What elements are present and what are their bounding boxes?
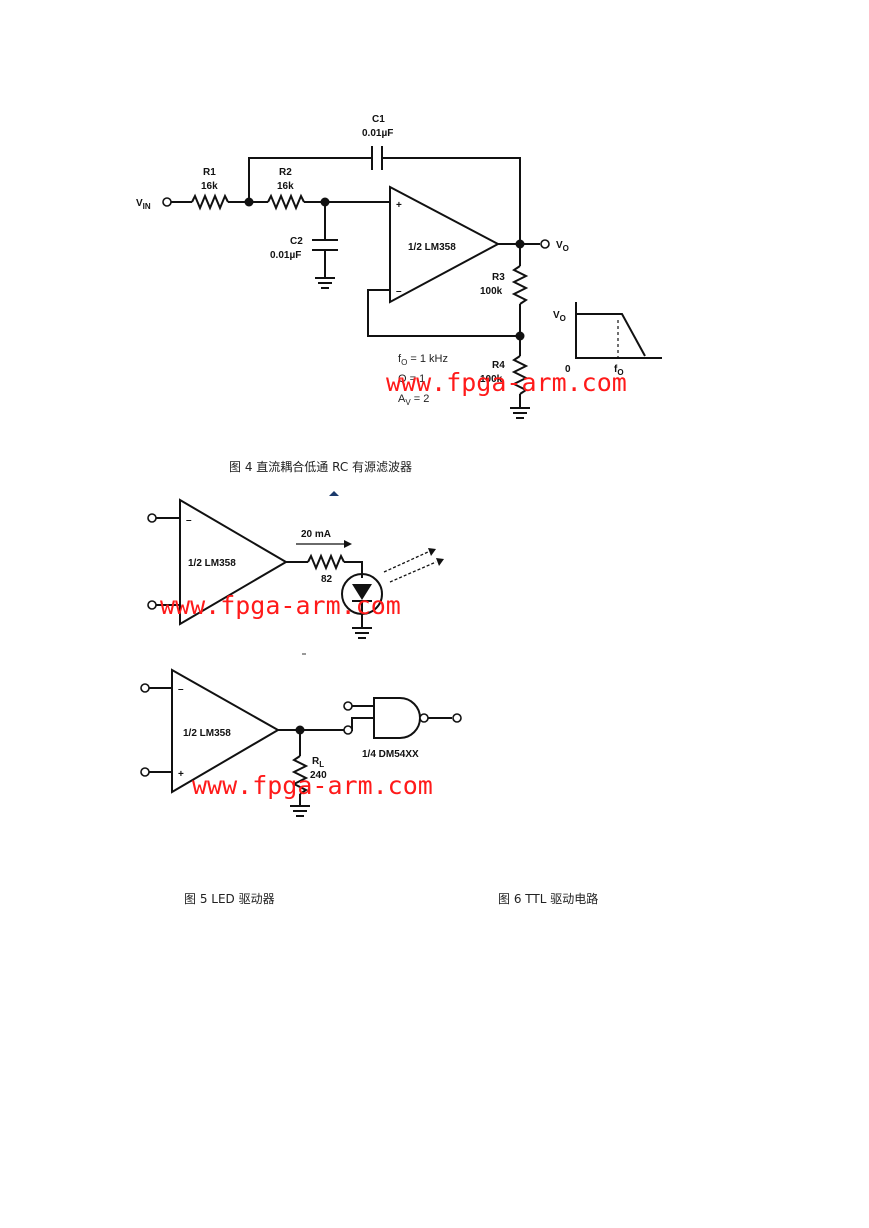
response-vo-label: VO xyxy=(553,310,566,323)
gate-label: 1/4 DM54XX xyxy=(362,749,419,760)
resistor-value: 82 xyxy=(321,574,333,585)
opamp-label: 1/2 LM358 xyxy=(408,242,456,253)
r4-name: R4 xyxy=(492,360,505,371)
spec-fo: fO = 1 kHz xyxy=(398,353,448,367)
figure-6-caption: 图 6 TTL 驱动电路 xyxy=(498,892,599,906)
gate-input-terminal xyxy=(343,701,353,711)
ground-icon xyxy=(510,407,530,419)
input-terminal xyxy=(147,513,157,523)
r3-resistor xyxy=(511,265,529,305)
r1-resistor xyxy=(191,193,229,211)
opamp-minus-sign: – xyxy=(396,286,402,297)
watermark: www.fpga-arm.com xyxy=(386,368,627,397)
opamp-triangle xyxy=(179,498,288,626)
r1-name: R1 xyxy=(203,167,216,178)
input-terminal xyxy=(140,767,150,777)
r3-name: R3 xyxy=(492,272,505,283)
frequency-response-plot: VO 0 fO xyxy=(553,302,662,377)
response-zero-label: 0 xyxy=(565,364,571,375)
figure-5-caption: 图 5 LED 驱动器 xyxy=(184,892,275,906)
ground-icon xyxy=(290,805,310,817)
opamp-label: 1/2 LM358 xyxy=(183,728,231,739)
rl-resistor xyxy=(291,755,309,795)
nand-gate xyxy=(373,697,421,739)
spec-av: AV = 2 xyxy=(398,393,429,407)
r4-resistor xyxy=(511,355,529,395)
c2-value: 0.01µF xyxy=(270,250,301,261)
watermark: www.fpga-arm.com xyxy=(192,771,433,800)
vin-terminal xyxy=(162,197,172,207)
opamp-plus-sign: + xyxy=(178,769,184,780)
r2-resistor xyxy=(267,193,305,211)
vin-label: VIN xyxy=(136,198,151,211)
r1-value: 16k xyxy=(201,181,218,192)
ground-icon xyxy=(315,277,335,289)
output-terminal xyxy=(452,713,462,723)
vo-terminal xyxy=(540,239,550,249)
figure-4-lowpass-filter: VIN R1 16k R2 16k C1 0.01µF C2 0.01µF + … xyxy=(136,114,662,419)
spec-q: Q = 1 xyxy=(398,373,425,385)
r2-name: R2 xyxy=(279,167,292,178)
opamp-triangle xyxy=(389,185,501,304)
r2-value: 16k xyxy=(277,181,294,192)
c1-name: C1 xyxy=(372,114,385,125)
rl-label: RL xyxy=(312,756,324,769)
opamp-minus-sign: – xyxy=(178,684,184,695)
opamp-triangle xyxy=(171,668,281,794)
current-label: 20 mA xyxy=(301,529,331,540)
watermark: www.fpga-arm.com xyxy=(160,591,401,620)
nand-bubble xyxy=(419,713,429,723)
light-emission-icon xyxy=(383,548,444,583)
figure-4-caption: 图 4 直流耦合低通 RC 有源滤波器 xyxy=(229,460,413,474)
vo-label: VO xyxy=(556,240,569,253)
c2-name: C2 xyxy=(290,236,303,247)
rl-value: 240 xyxy=(310,770,327,781)
opamp-plus-sign: + xyxy=(396,200,402,211)
ground-icon xyxy=(352,627,372,639)
r4-value: 100k xyxy=(480,374,503,385)
response-fo-label: fO xyxy=(614,364,624,377)
gate-input-terminal xyxy=(343,725,353,735)
input-terminal xyxy=(147,600,157,610)
figure-5-led-driver: – 1/2 LM358 82 20 mA www.fpga-arm.com xyxy=(147,498,444,639)
led-resistor xyxy=(307,553,345,571)
c1-value: 0.01µF xyxy=(362,128,393,139)
opamp-minus-sign: – xyxy=(186,515,192,526)
r3-value: 100k xyxy=(480,286,503,297)
decorative-arrow-mark xyxy=(329,491,339,496)
opamp-label: 1/2 LM358 xyxy=(188,558,236,569)
figure-6-ttl-driver: – + 1/2 LM358 1/4 DM54XX RL 240 www.fpga… xyxy=(140,668,462,817)
input-terminal xyxy=(140,683,150,693)
